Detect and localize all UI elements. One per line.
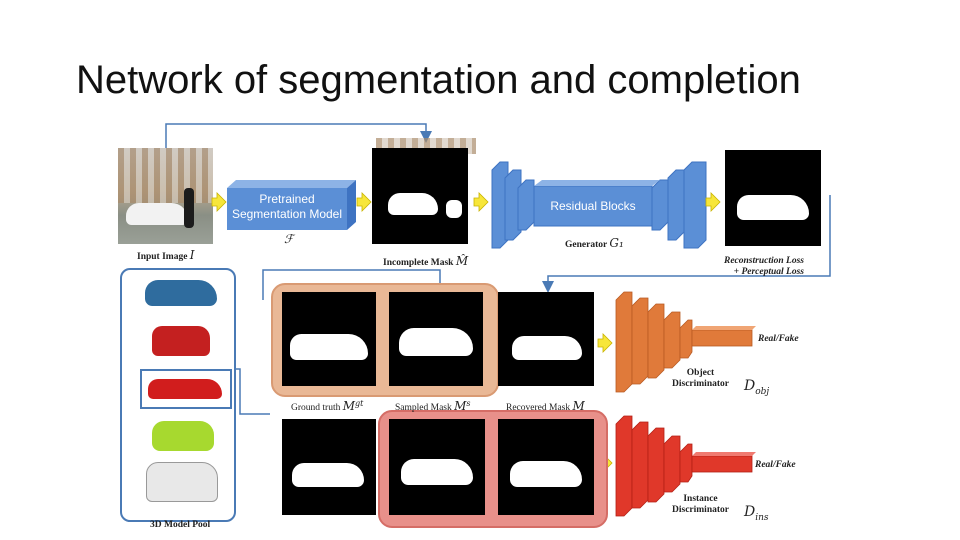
incomplete-mask-image — [372, 148, 468, 244]
arrow-input-to-model — [211, 192, 227, 212]
instance-disc-output: Real/Fake — [755, 460, 796, 470]
ground-truth-mask-top — [282, 292, 376, 386]
sampled-mask-top — [389, 292, 483, 386]
instance-disc-symbol: Dins — [744, 504, 769, 523]
person-shape — [184, 188, 194, 228]
arrow-model-to-mask — [356, 192, 372, 212]
input-image-label: Input Image I — [137, 248, 195, 262]
recovered-mask-label: Recovered Mask M — [506, 399, 585, 413]
generator-label: Generator G₁ — [565, 236, 624, 250]
arrow-to-object-disc — [597, 333, 613, 353]
slide-title: Network of segmentation and completion — [76, 58, 801, 102]
generated-mask-image — [725, 150, 821, 246]
car-shape — [126, 203, 188, 225]
car-model-mini — [152, 326, 210, 356]
car-model-police — [145, 280, 217, 306]
ground-truth-mask-bottom — [282, 419, 376, 515]
arrow-generator-to-output — [705, 192, 721, 212]
loss-label: Reconstruction Loss + Perceptual Loss — [724, 256, 804, 277]
model-symbol: ℱ — [284, 232, 294, 246]
sampled-mask-bottom — [389, 419, 485, 515]
ground-truth-label: Ground truth Mgt — [291, 399, 364, 414]
sampled-mask-label: Sampled Mask Ms — [395, 399, 471, 414]
car-model-green — [152, 421, 214, 451]
object-disc-output: Real/Fake — [758, 334, 799, 344]
object-disc-label: Object Discriminator — [672, 368, 729, 389]
model-pool-label: 3D Model Pool — [150, 520, 211, 530]
object-disc-symbol: Dobj — [744, 378, 770, 397]
recovered-mask-top — [498, 292, 594, 386]
incomplete-mask-label: Incomplete Mask M̂ — [383, 254, 469, 268]
car-model-white — [146, 462, 218, 502]
car-model-selected[interactable] — [140, 369, 232, 409]
residual-blocks-label: Residual Blocks — [550, 199, 636, 213]
recovered-mask-bottom — [498, 419, 594, 515]
input-image — [118, 148, 213, 244]
arrow-mask-to-generator — [473, 192, 489, 212]
pretrained-model-label: Pretrained Segmentation Model — [231, 192, 343, 221]
instance-disc-label: Instance Discriminator — [672, 494, 729, 515]
